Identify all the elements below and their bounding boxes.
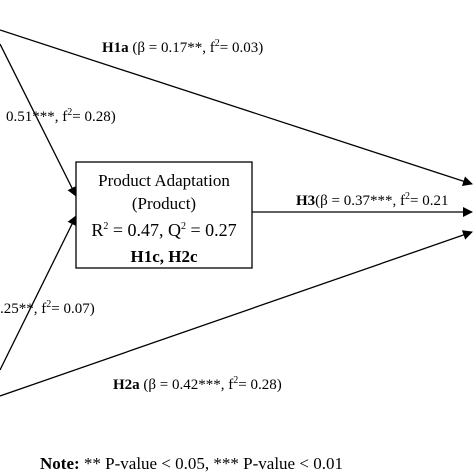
r-value: = 0.47, Q xyxy=(108,220,181,240)
box-title-line1: Product Adaptation xyxy=(98,171,230,190)
box-hypotheses: H1c, H2c xyxy=(130,247,197,266)
arrow-h2a xyxy=(0,230,473,397)
note-label: Note: xyxy=(40,454,80,473)
q-value: = 0.27 xyxy=(186,220,237,240)
h3-close: = 0.21 xyxy=(410,193,448,209)
h1a-close: = 0.03) xyxy=(220,40,263,56)
box-title-line2: (Product) xyxy=(132,194,196,213)
h1b-stats: 0.51***, f xyxy=(6,109,67,125)
label-h1a: H1a (β = 0.17**, f2= 0.03) xyxy=(102,38,263,56)
h3-name: H3 xyxy=(296,193,315,209)
label-h3: H3(β = 0.37***, f2= 0.21 xyxy=(296,191,448,209)
q-superscript: 2 xyxy=(181,221,186,232)
h1a-name: H1a xyxy=(102,40,129,56)
arrow-h2b xyxy=(0,215,77,371)
label-h2a: H2a (β = 0.42***, f2= 0.28) xyxy=(113,375,282,393)
note-text: ** P-value < 0.05, *** P-value < 0.01 xyxy=(80,454,343,473)
h1b-sup: 2 xyxy=(67,107,72,118)
h1a-stats: (β = 0.17**, f xyxy=(129,40,215,56)
h2a-stats: (β = 0.42***, f xyxy=(140,377,234,393)
label-h2b: .25**, f2= 0.07) xyxy=(0,299,95,317)
h3-sup: 2 xyxy=(405,191,410,202)
h2a-sup: 2 xyxy=(233,375,238,386)
product-adaptation-box xyxy=(75,161,253,269)
h1a-sup: 2 xyxy=(215,38,220,49)
h3-stats: (β = 0.37***, f xyxy=(315,193,405,209)
h1b-close: = 0.28) xyxy=(72,109,115,125)
arrow-h1a xyxy=(0,29,473,186)
h2a-name: H2a xyxy=(113,377,140,393)
r-superscript: 2 xyxy=(103,221,108,232)
arrow-h1b xyxy=(0,43,77,197)
box-r2-q2: R2 = 0.47, Q2 = 0.27 xyxy=(91,220,236,240)
h2b-stats: .25**, f xyxy=(0,301,46,317)
significance-note: Note: ** P-value < 0.05, *** P-value < 0… xyxy=(40,454,343,473)
r-symbol: R xyxy=(91,220,103,240)
h2a-close: = 0.28) xyxy=(238,377,281,393)
h2b-sup: 2 xyxy=(46,299,51,310)
h2b-close: = 0.07) xyxy=(51,301,94,317)
label-h1b: 0.51***, f2= 0.28) xyxy=(6,107,116,125)
